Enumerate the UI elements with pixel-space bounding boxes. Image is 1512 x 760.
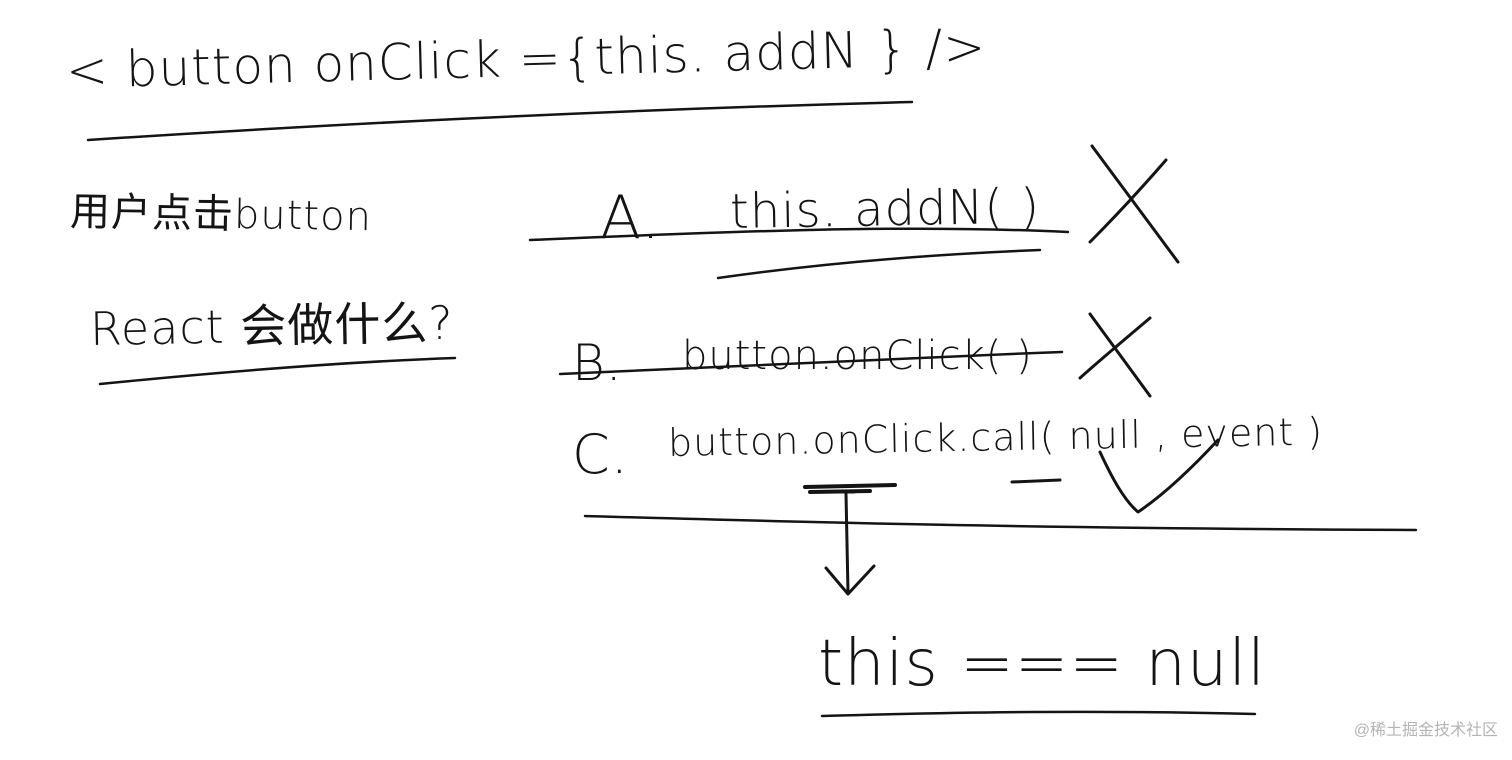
conclusion-underline	[820, 710, 1257, 718]
section-divider-line	[583, 514, 1418, 532]
arrow-down-icon	[824, 490, 876, 596]
option-c-null-underline	[1010, 478, 1062, 484]
question-underline	[98, 356, 457, 386]
option-b-text: button.onClick( )	[682, 333, 1033, 379]
option-b-letter: B.	[572, 334, 623, 392]
option-c-letter: C.	[572, 423, 629, 486]
cross-mark-icon	[1088, 144, 1180, 264]
question-line-2: React 会做什么?	[89, 295, 455, 356]
option-a-letter: A.	[600, 183, 662, 253]
header-underline	[86, 100, 914, 142]
question-line-1: 用户点击button	[69, 189, 373, 241]
option-c-text: button.onClick.call( null , event )	[667, 409, 1324, 465]
conclusion-text: this === null	[818, 627, 1267, 701]
watermark: @稀土掘金技术社区	[1353, 722, 1498, 739]
option-b-strikethrough	[558, 350, 1064, 376]
option-a-underline	[716, 248, 1042, 280]
cross-mark-icon	[1078, 312, 1152, 398]
option-a-text: this. addN( )	[729, 178, 1041, 240]
option-a-strikethrough	[528, 227, 1070, 242]
check-mark-icon	[1098, 438, 1220, 514]
